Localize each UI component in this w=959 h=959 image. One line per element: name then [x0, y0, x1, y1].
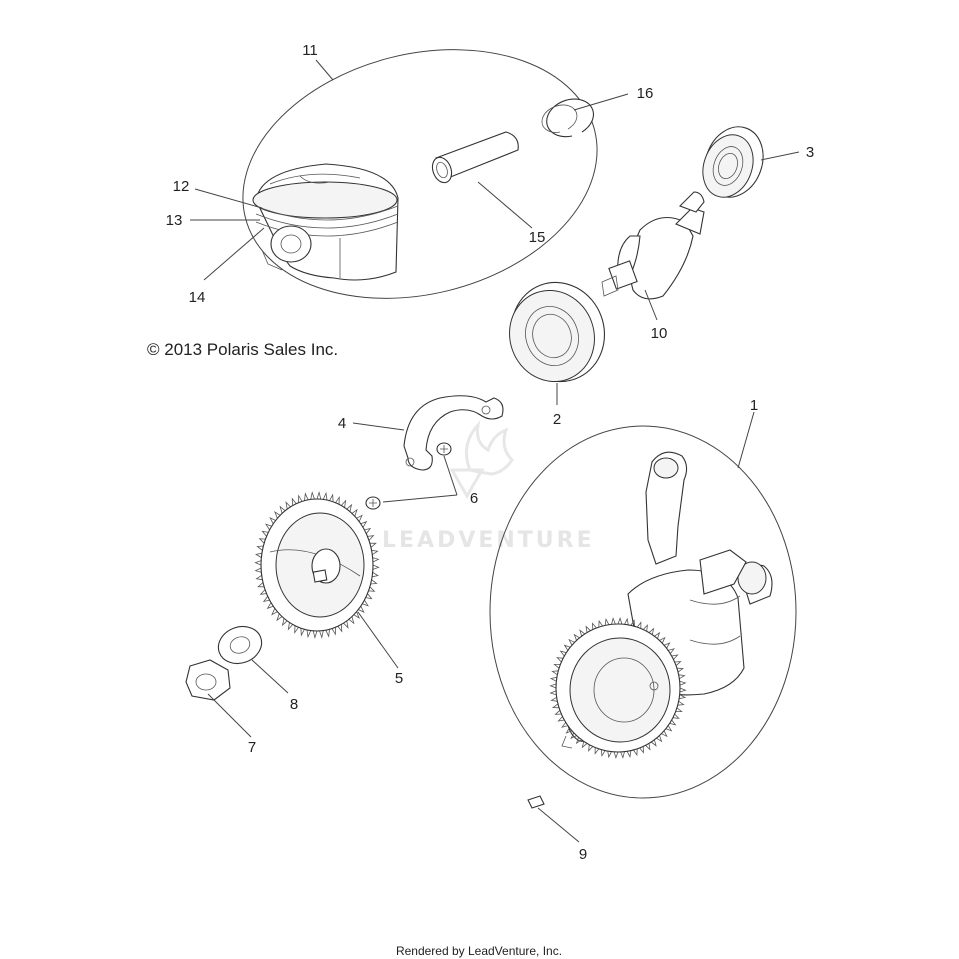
callout-10: 10 [651, 325, 668, 342]
callout-3: 3 [806, 144, 814, 161]
flame-shield-icon [449, 420, 514, 500]
screw-lower[interactable] [365, 496, 381, 510]
gear-teeth [549, 617, 687, 759]
gear-teeth [254, 490, 380, 640]
callout-16: 16 [637, 85, 654, 102]
woodruff-key[interactable] [527, 795, 545, 809]
callout-14: 14 [189, 289, 206, 306]
callout-11: 11 [302, 42, 318, 59]
callout-2: 2 [553, 411, 561, 428]
callout-15: 15 [529, 229, 546, 246]
callout-5: 5 [395, 670, 403, 687]
retaining-bracket[interactable] [403, 395, 504, 471]
piston-assembly-ellipse [242, 49, 598, 299]
watermark-text: LEADVENTURE [382, 528, 595, 553]
watermark: LEADVENTURE [382, 420, 595, 553]
callout-1: 1 [750, 397, 758, 414]
callout-12: 12 [173, 178, 190, 195]
hex-nut[interactable] [185, 659, 231, 701]
callout-9: 9 [579, 846, 587, 863]
piston-pin[interactable] [429, 131, 519, 185]
callout-4: 4 [338, 415, 346, 432]
drive-gear[interactable] [254, 490, 380, 640]
callout-13: 13 [166, 212, 183, 229]
crankshaft-assembly-ellipse [489, 425, 797, 799]
washer[interactable] [213, 621, 267, 670]
callout-6: 6 [470, 490, 478, 507]
copyright-text: © 2013 Polaris Sales Inc. [147, 340, 338, 359]
footer-text: Rendered by LeadVenture, Inc. [396, 944, 562, 958]
circlip[interactable] [541, 98, 594, 138]
callout-8: 8 [290, 696, 298, 713]
callout-7: 7 [248, 739, 256, 756]
bearing-small[interactable] [695, 119, 773, 206]
piston[interactable] [252, 163, 399, 281]
bearing-large[interactable] [497, 269, 619, 394]
screw-upper[interactable] [436, 442, 452, 456]
leader-lines [190, 59, 800, 843]
balance-shaft[interactable] [601, 191, 705, 300]
crank-gear[interactable] [549, 617, 687, 759]
